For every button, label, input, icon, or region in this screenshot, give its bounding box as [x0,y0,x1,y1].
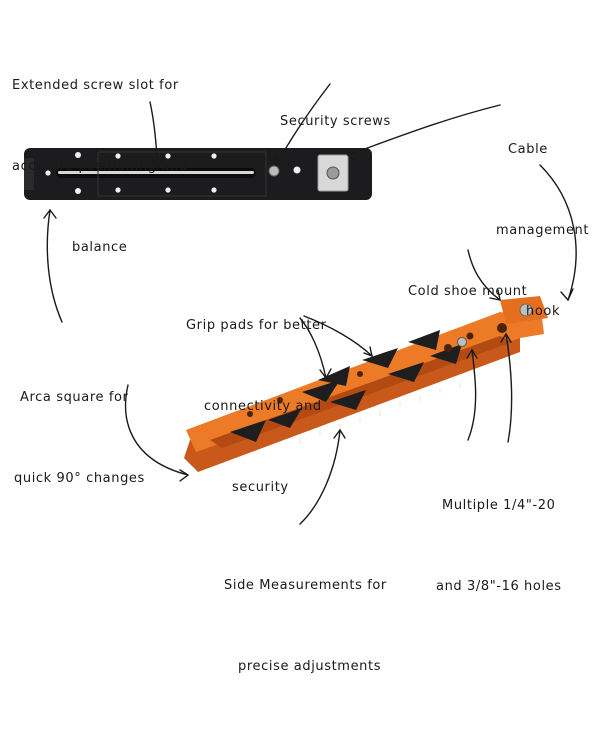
arrow-grip-pads-2 [303,315,373,357]
arrow-holes-1 [467,349,477,441]
arrow-cable-hook [347,104,501,156]
label-line: balance [72,240,128,255]
label-line: security [232,480,289,495]
arrow-cold-shoe [467,249,501,301]
product-illustration [24,83,577,525]
label-extended-slot: Extended screw slot for accurate positio… [12,18,188,315]
label-line: Cable [508,142,548,157]
arrow-extended-slot [149,101,159,169]
orange-plate [184,296,548,472]
label-line: Arca square for [20,390,129,405]
label-grip-pads: Grip pads for better connectivity and se… [186,258,327,555]
arrow-security-screws [275,83,331,166]
arrow-side-measurements [299,429,341,525]
label-line: and 3/8"-16 holes [436,579,562,594]
label-security-screws: Security screws [280,54,391,189]
label-line: Extended screw slot for [12,78,179,93]
label-cold-shoe: Cold shoe mount [408,224,527,359]
label-line: Multiple 1/4"-20 [442,498,556,513]
arrow-holes-2 [505,333,513,443]
label-line: precise adjustments [238,659,382,674]
arrow-arca-top [46,209,63,323]
label-line: management [496,223,590,238]
label-line: Cold shoe mount [408,284,528,299]
label-line: connectivity and [204,399,322,414]
label-line: accurate positioning and [12,159,188,174]
label-line: Security screws [280,114,391,129]
label-holes: Multiple 1/4"-20 and 3/8"-16 holes [436,438,562,654]
label-line: Side Measurements for [224,578,387,593]
label-line: hook [526,304,561,319]
diagram: Extended screw slot for accurate positio… [12,18,589,674]
arrow-cable-hook-lower [539,164,577,301]
black-plate [24,148,372,200]
arrow-arca-bottom [124,384,189,476]
label-line: quick 90° changes [14,471,145,486]
arrow-grip-pads-1 [299,317,327,379]
label-arca-square: Arca square for quick 90° changes [14,330,145,546]
label-cable-hook: Cable management hook [496,82,589,379]
label-line: Grip pads for better [186,318,327,333]
label-side-measurements: Side Measurements for precise adjustment… [224,518,387,734]
callout-arrows [43,83,577,525]
